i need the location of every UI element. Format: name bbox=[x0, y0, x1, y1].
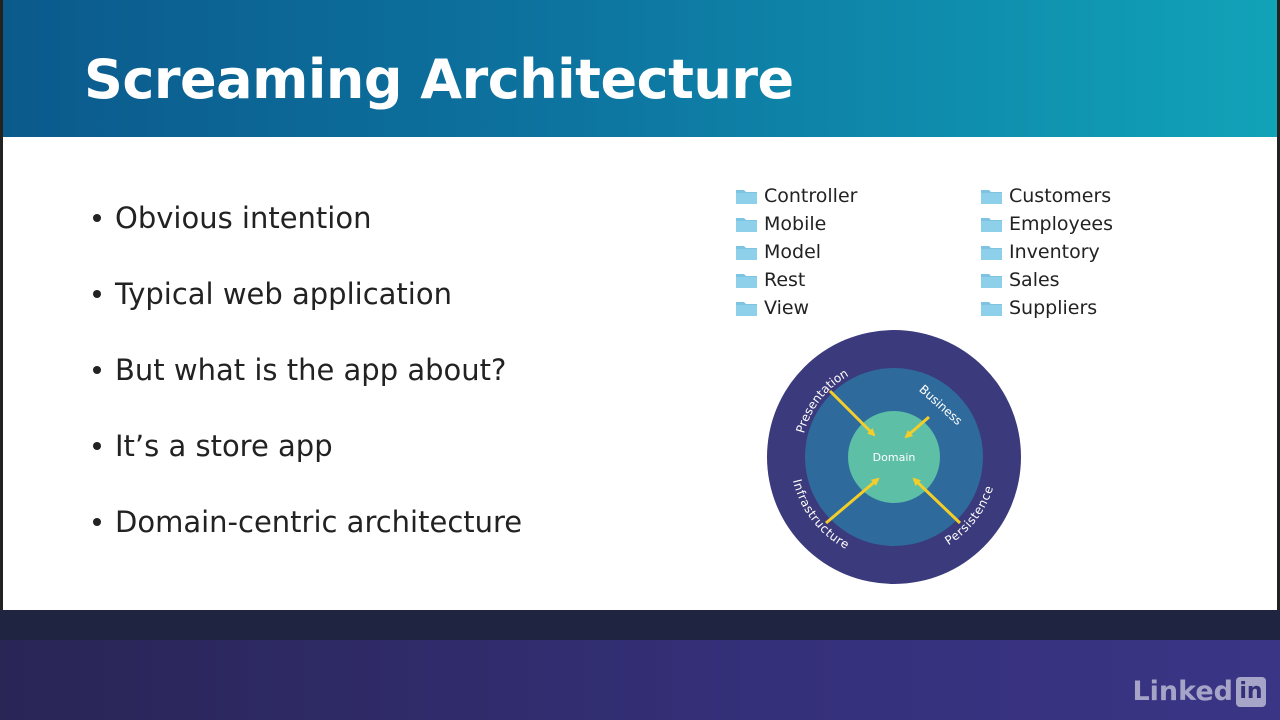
domain-label: Domain bbox=[873, 451, 916, 464]
folder-item-inventory: Inventory bbox=[981, 238, 1113, 266]
bullet-text: But what is the app about? bbox=[115, 353, 507, 387]
folder-icon bbox=[736, 190, 757, 204]
folder-label: Inventory bbox=[1009, 241, 1100, 263]
bullet-item: Domain-centric architecture bbox=[90, 484, 522, 560]
bullet-item: Typical web application bbox=[90, 256, 522, 332]
bullet-dot-icon bbox=[93, 366, 101, 374]
persistence-arrow bbox=[912, 477, 962, 525]
slide-right-border bbox=[1277, 0, 1280, 610]
logo-wordmark: Linked bbox=[1132, 676, 1233, 707]
bullet-dot-icon bbox=[93, 290, 101, 298]
folder-item-suppliers: Suppliers bbox=[981, 294, 1113, 322]
folder-label: Rest bbox=[764, 269, 806, 291]
folder-item-rest: Rest bbox=[736, 266, 857, 294]
domain-folder-list: Customers Employees Inventory Sales Supp… bbox=[981, 182, 1113, 322]
folder-icon bbox=[981, 246, 1002, 260]
infrastructure-arrow bbox=[825, 477, 880, 525]
bullet-item: But what is the app about? bbox=[90, 332, 522, 408]
linkedin-logo: Linked in bbox=[1132, 676, 1266, 707]
slide-left-border bbox=[0, 0, 3, 610]
folder-icon bbox=[736, 246, 757, 260]
folder-label: Employees bbox=[1009, 213, 1113, 235]
folder-item-controller: Controller bbox=[736, 182, 857, 210]
folder-label: Mobile bbox=[764, 213, 827, 235]
folder-label: Sales bbox=[1009, 269, 1060, 291]
title-bar: Screaming Architecture bbox=[0, 0, 1280, 137]
presentation-arrow bbox=[828, 389, 876, 437]
bullet-item: Obvious intention bbox=[90, 180, 522, 256]
bullet-text: Typical web application bbox=[115, 277, 452, 311]
bullet-dot-icon bbox=[93, 214, 101, 222]
footer-bar bbox=[0, 640, 1280, 720]
folder-icon bbox=[736, 218, 757, 232]
folder-label: Model bbox=[764, 241, 822, 263]
folder-icon bbox=[981, 190, 1002, 204]
folder-item-sales: Sales bbox=[981, 266, 1113, 294]
folder-icon bbox=[736, 274, 757, 288]
domain-centric-diagram: Presentation Business Infrastructure Per… bbox=[767, 330, 1021, 584]
bullet-dot-icon bbox=[93, 518, 101, 526]
folder-item-view: View bbox=[736, 294, 857, 322]
folder-label: View bbox=[764, 297, 810, 319]
folder-icon bbox=[736, 302, 757, 316]
folder-label: Customers bbox=[1009, 185, 1112, 207]
bullet-text: Obvious intention bbox=[115, 201, 372, 235]
folder-icon bbox=[981, 218, 1002, 232]
bullet-text: Domain-centric architecture bbox=[115, 505, 523, 539]
bullet-text: It’s a store app bbox=[115, 429, 333, 463]
folder-label: Controller bbox=[764, 185, 858, 207]
slide-title: Screaming Architecture bbox=[84, 48, 794, 111]
folder-item-mobile: Mobile bbox=[736, 210, 857, 238]
bullet-list: Obvious intention Typical web applicatio… bbox=[90, 180, 522, 560]
business-arrow bbox=[904, 415, 930, 439]
folder-icon bbox=[981, 302, 1002, 316]
folder-item-customers: Customers bbox=[981, 182, 1113, 210]
folder-item-model: Model bbox=[736, 238, 857, 266]
bullet-item: It’s a store app bbox=[90, 408, 522, 484]
folder-item-employees: Employees bbox=[981, 210, 1113, 238]
technical-folder-list: Controller Mobile Model Rest View bbox=[736, 182, 857, 322]
folder-label: Suppliers bbox=[1009, 297, 1098, 319]
folder-icon bbox=[981, 274, 1002, 288]
footer-divider bbox=[0, 610, 1280, 640]
logo-in-badge: in bbox=[1236, 676, 1266, 707]
bullet-dot-icon bbox=[93, 442, 101, 450]
